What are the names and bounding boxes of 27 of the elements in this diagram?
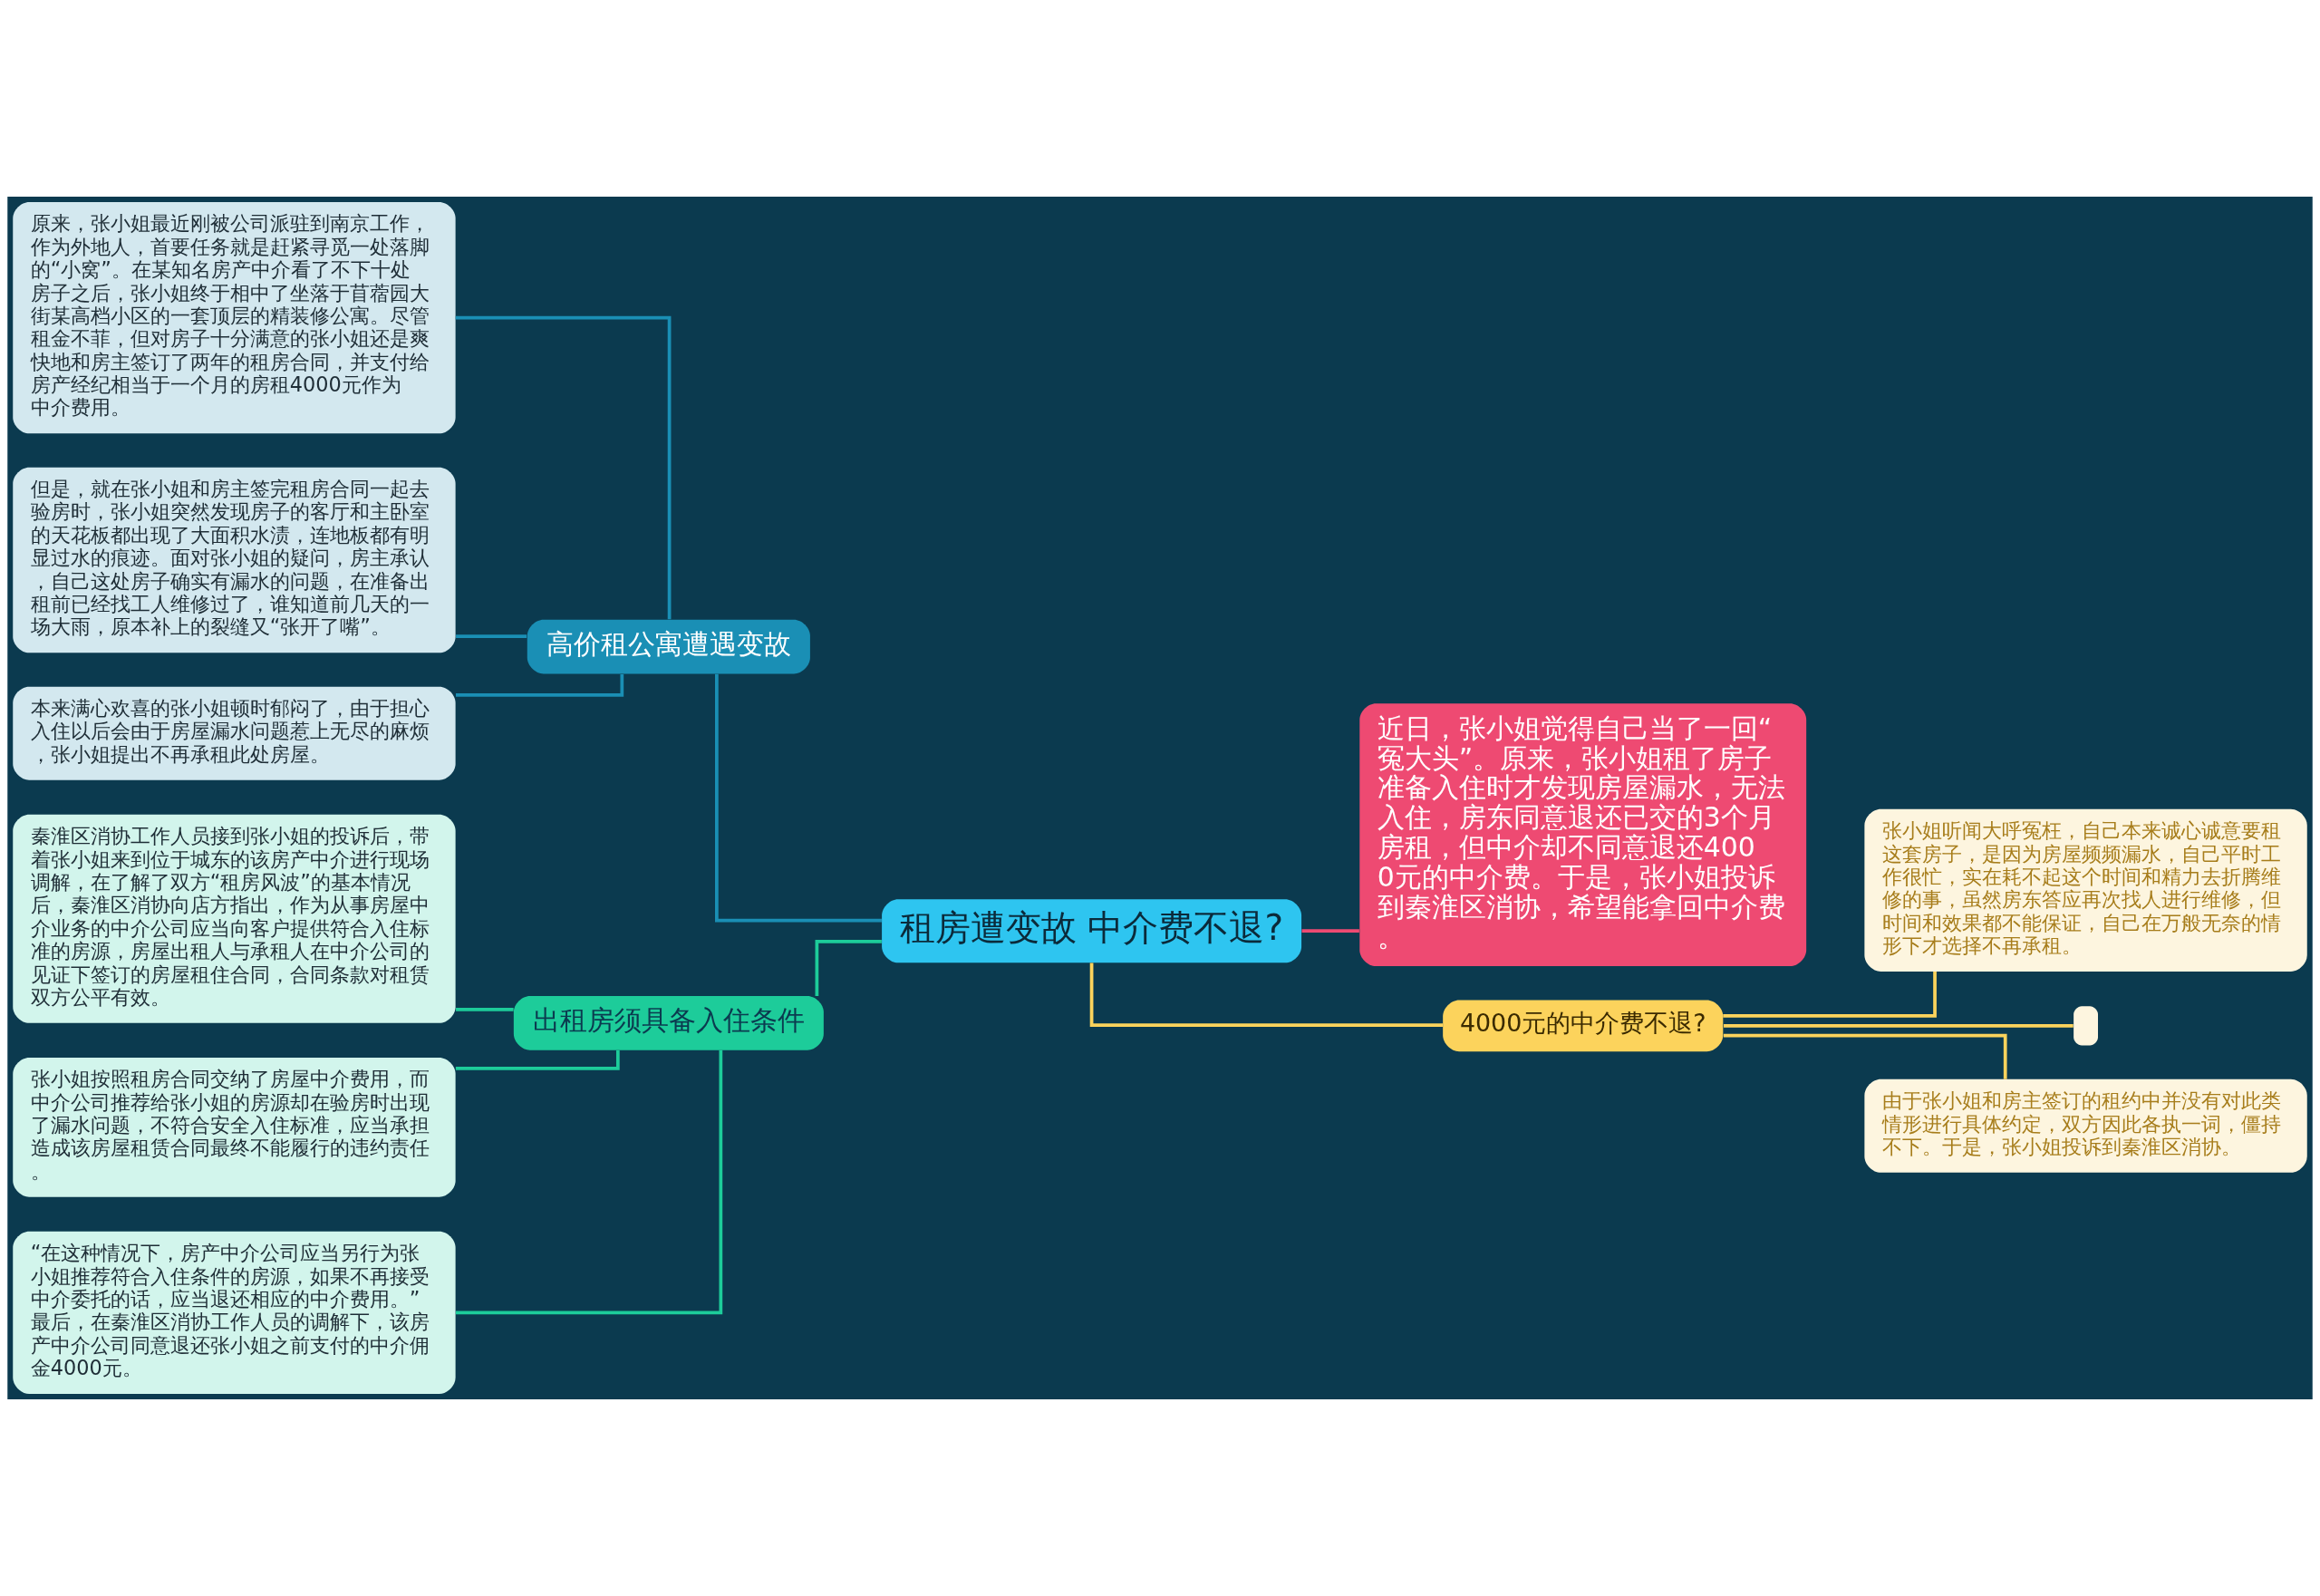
node-box: 4000元的中介费不退? <box>1443 1000 1724 1052</box>
node-box: 本来满心欢喜的张小姐顿时郁闷了，由于担心入住以后会由于房屋漏水问题惹上无尽的麻烦，张小姐提出不再承租此处房屋。 <box>13 686 456 780</box>
node-box: 张小姐听闻大呼冤枉，自己本来诚心诚意要租这套房子，是因为房屋频频漏水，自己平时工作很忙，实在耗不起这个时间和精力去折腾维修的事，虽然房东答应再次找人进行维修，但时间和效果都不能保证，自己在万般无奈的情形下才选择不再承租。 <box>1864 808 2307 972</box>
connector <box>1301 929 1359 933</box>
connector <box>815 940 882 996</box>
connector <box>715 673 882 923</box>
connector <box>456 674 624 697</box>
connector <box>456 634 527 638</box>
node-box: 由于张小姐和房主签订的租约中并没有对此类情形进行具体约定，双方因此各执一词，僵持不下。于是，张小姐投诉到秦淮区消协。 <box>1864 1079 2307 1173</box>
connector <box>1089 962 1444 1027</box>
connector <box>1723 972 1937 1018</box>
node-box: “在这种情况下，房产中介公司应当另行为张小姐推荐符合入住条件的房源，如果不再接受中介委托的话，应当退还相应的中介费用。”最后，在秦淮区消协工作人员的调解下，该房产中介公司同意退还张小姐之前支付的中介佣金4000元。 <box>13 1231 456 1395</box>
node-box <box>2074 1006 2098 1046</box>
connector <box>1724 1023 2074 1028</box>
connector <box>1723 1033 2007 1079</box>
node-box: 但是，就在张小姐和房主签完租房合同一起去验房时，张小姐突然发现房子的客厅和主卧室的天花板都出现了大面积水渍，连地板都有明显过水的痕迹。面对张小姐的疑问，房主承认，自己这处房子确实有漏水的问题，在准备出租前已经找工人维修过了，谁知道前几天的一场大雨，原本补上的裂缝又“张开了嘴”。 <box>13 467 456 653</box>
node-box: 原来，张小姐最近刚被公司派驻到南京工作，作为外地人，首要任务就是赶紧寻觅一处落脚的“小窝”。在某知名房产中介看了不下十处房子之后，张小姐终于相中了坐落于苜蓿园大街某高档小区的一套顶层的精装修公寓。尽管租金不菲，但对房子十分满意的张小姐还是爽快地和房主签订了两年的租房合同，并支付给房产经纪相当于一个月的房租4000元作为中介费用。 <box>13 201 456 434</box>
connector <box>455 315 672 620</box>
connector <box>456 1008 514 1011</box>
node-box: 秦淮区消协工作人员接到张小姐的投诉后，带着张小姐来到位于城东的该房产中介进行现场调解，在了解了双方“租房风波”的基本情况后，秦淮区消协向店方指出，作为从事房屋中介业务的中介公司应当向客户提供符合入住标准的房源，房屋出租人与承租人在中介公司的见证下签订的房屋租住合同，合同条款对租赁双方公平有效。 <box>13 814 456 1023</box>
connector <box>455 1049 723 1315</box>
node-box: 租房遭变故 中介费不退? <box>882 899 1302 963</box>
node-box: 近日，张小姐觉得自己当了一回“冤大头”。原来，张小姐租了房子准备入住时才发现房屋漏水，无法入住，房东同意退还已交的3个月房租，但中介却不同意退还4000元的中介费。于是，张小姐投诉到秦淮区消协，希望能拿回中介费。 <box>1359 703 1807 967</box>
connector <box>455 1050 620 1070</box>
node-box: 张小姐按照租房合同交纳了房屋中介费用，而中介公司推荐给张小姐的房源却在验房时出现了漏水问题，不符合安全入住标准，应当承担造成该房屋租赁合同最终不能履行的违约责任。 <box>13 1057 456 1197</box>
node-box: 高价租公寓遭遇变故 <box>527 619 810 674</box>
node-box: 出租房须具备入住条件 <box>513 995 824 1050</box>
